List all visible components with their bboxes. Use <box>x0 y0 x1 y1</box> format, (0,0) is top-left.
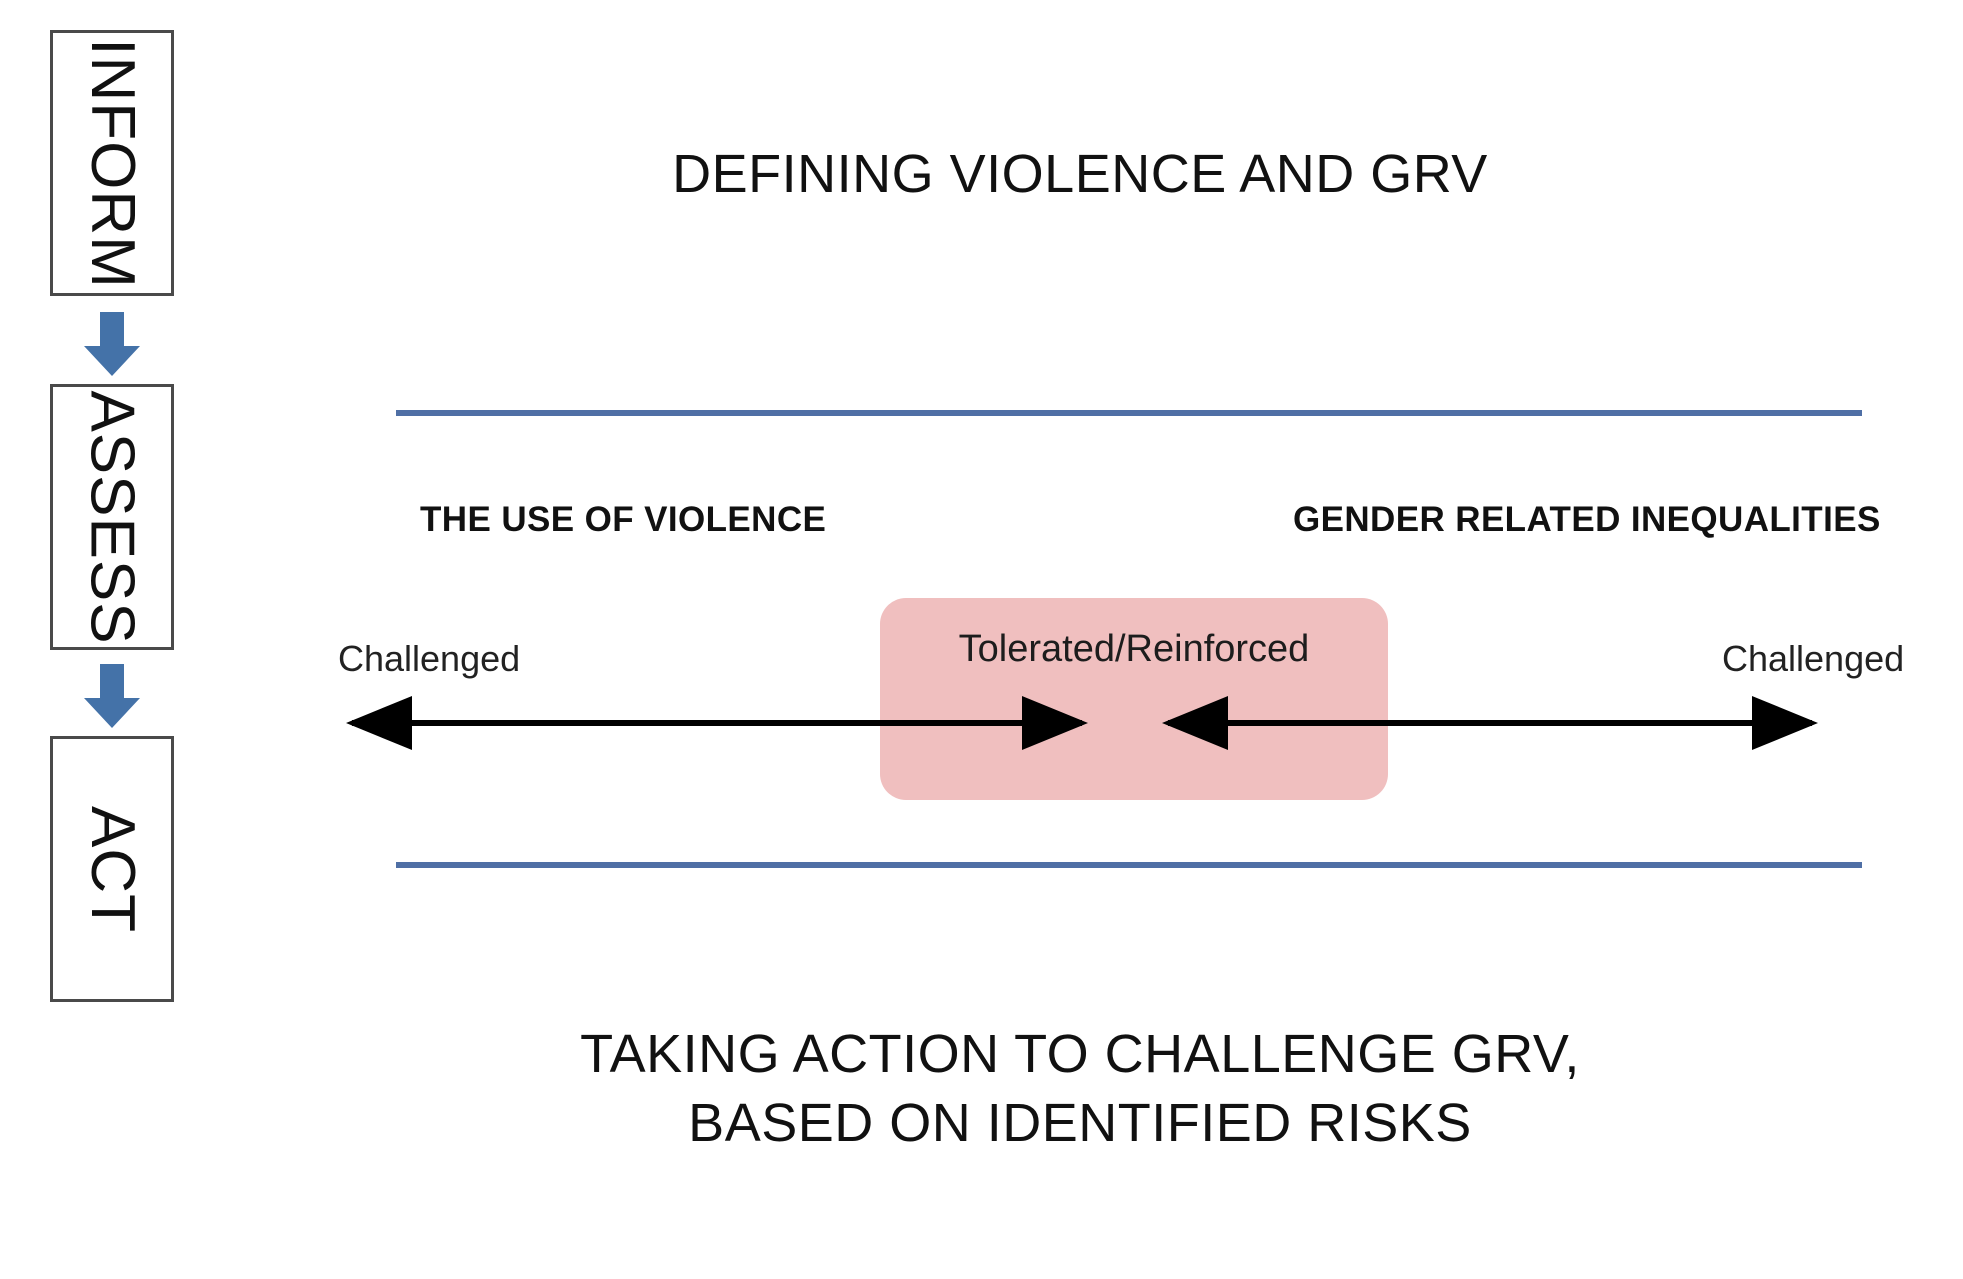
endpoint-label-left: Challenged <box>338 638 521 679</box>
stage-label-assess: ASSESS <box>77 389 147 645</box>
down-arrow-icon <box>82 312 142 378</box>
stage-label-inform: INFORM <box>77 37 147 289</box>
center-zone-label: Tolerated/Reinforced <box>958 628 1310 670</box>
page-title: DEFINING VIOLENCE AND GRV <box>672 144 1488 204</box>
stage-box-act: ACT <box>50 736 174 1002</box>
axis-heading-inequality: GENDER RELATED INEQUALITIES <box>1293 500 1881 539</box>
stage-box-inform: INFORM <box>50 30 174 296</box>
divider-bottom <box>396 862 1862 868</box>
down-arrow-icon <box>82 664 142 730</box>
stage-label-act: ACT <box>77 805 147 933</box>
divider-top <box>396 410 1862 416</box>
axis-heading-violence: THE USE OF VIOLENCE <box>420 500 827 539</box>
endpoint-label-right: Challenged <box>1722 638 1905 679</box>
stage-box-assess: ASSESS <box>50 384 174 650</box>
footer-statement: TAKING ACTION TO CHALLENGE GRV, BASED ON… <box>580 1024 1580 1154</box>
